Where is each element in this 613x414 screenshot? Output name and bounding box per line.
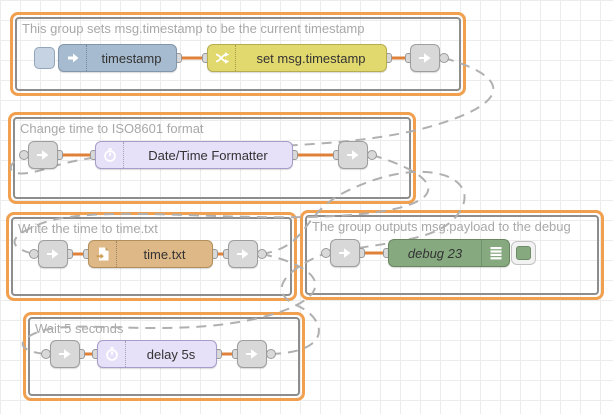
group-border: This group sets msg.timestamp to be the … bbox=[15, 17, 461, 91]
link-wire-g5-to-g4[interactable] bbox=[270, 252, 327, 355]
shuffle-icon bbox=[208, 45, 236, 71]
inject-node-timestamp[interactable]: timestamp bbox=[58, 44, 177, 72]
timer-icon bbox=[98, 341, 126, 367]
link-out-node[interactable] bbox=[410, 44, 440, 72]
node-label: time.txt bbox=[143, 246, 186, 262]
link-in-icon bbox=[45, 246, 61, 262]
file-out-icon bbox=[89, 241, 117, 267]
link-port-output[interactable] bbox=[439, 53, 449, 63]
link-wire-g1-to-g2[interactable] bbox=[9, 57, 495, 175]
node-label: timestamp bbox=[101, 50, 162, 66]
link-out-node[interactable] bbox=[237, 340, 267, 368]
debug-node[interactable]: debug 23 bbox=[388, 239, 510, 267]
link-in-node[interactable] bbox=[28, 141, 58, 169]
group-border: Change time to ISO8601 format bbox=[13, 117, 411, 199]
group-label: The group outputs msg.payload to the deb… bbox=[312, 219, 571, 234]
link-in-icon bbox=[337, 245, 353, 261]
link-in-node[interactable] bbox=[50, 340, 80, 368]
node-label: Date/Time Formatter bbox=[148, 147, 268, 163]
link-in-node[interactable] bbox=[38, 240, 68, 268]
link-wire-g3-to-g5[interactable] bbox=[21, 253, 317, 355]
link-in-node[interactable] bbox=[330, 239, 360, 267]
timer-icon bbox=[96, 142, 124, 168]
group-debug-output[interactable]: The group outputs msg.payload to the deb… bbox=[300, 210, 604, 300]
node-label: delay 5s bbox=[146, 346, 196, 362]
group-border: Write the time to time.txt bbox=[11, 217, 292, 296]
link-in-icon bbox=[57, 346, 73, 362]
inject-button[interactable] bbox=[34, 47, 55, 69]
console-list-icon bbox=[481, 240, 509, 266]
node-label: debug 23 bbox=[407, 245, 463, 261]
link-out-icon bbox=[345, 147, 361, 163]
link-out-node[interactable] bbox=[338, 141, 368, 169]
group-label: Change time to ISO8601 format bbox=[20, 121, 204, 136]
group-border: The group outputs msg.payload to the deb… bbox=[305, 215, 599, 295]
link-out-node[interactable] bbox=[228, 240, 258, 268]
debug-toggle-state bbox=[516, 246, 531, 260]
link-wire-g2-to-g3[interactable] bbox=[13, 154, 430, 255]
link-wire-g3-to-g4[interactable] bbox=[261, 170, 466, 255]
debug-enable-toggle[interactable] bbox=[511, 241, 536, 265]
group-label: Write the time to time.txt bbox=[18, 221, 158, 236]
link-in-icon bbox=[35, 147, 51, 163]
link-port-output[interactable] bbox=[266, 349, 276, 359]
change-node-set-timestamp[interactable]: set msg.timestamp bbox=[207, 44, 387, 72]
link-out-icon bbox=[244, 346, 260, 362]
delay-node[interactable]: delay 5s bbox=[97, 340, 217, 368]
group-label: This group sets msg.timestamp to be the … bbox=[22, 21, 365, 36]
datetime-formatter-node[interactable]: Date/Time Formatter bbox=[95, 141, 293, 169]
inject-arrow-icon bbox=[59, 45, 87, 71]
group-label: Wait 5 seconds bbox=[35, 321, 124, 336]
group-write-file[interactable]: Write the time to time.txt bbox=[6, 212, 297, 301]
link-port-output[interactable] bbox=[257, 249, 267, 259]
file-node-time-txt[interactable]: time.txt bbox=[88, 240, 213, 268]
group-set-timestamp[interactable]: This group sets msg.timestamp to be the … bbox=[10, 12, 466, 96]
link-out-icon bbox=[235, 246, 251, 262]
link-port-output[interactable] bbox=[367, 150, 377, 160]
group-border: Wait 5 seconds bbox=[28, 317, 300, 396]
group-wait-5-seconds[interactable]: Wait 5 seconds bbox=[23, 312, 305, 401]
link-out-icon bbox=[417, 50, 433, 66]
group-iso8601-format[interactable]: Change time to ISO8601 format bbox=[8, 112, 416, 204]
node-label: set msg.timestamp bbox=[256, 50, 366, 66]
